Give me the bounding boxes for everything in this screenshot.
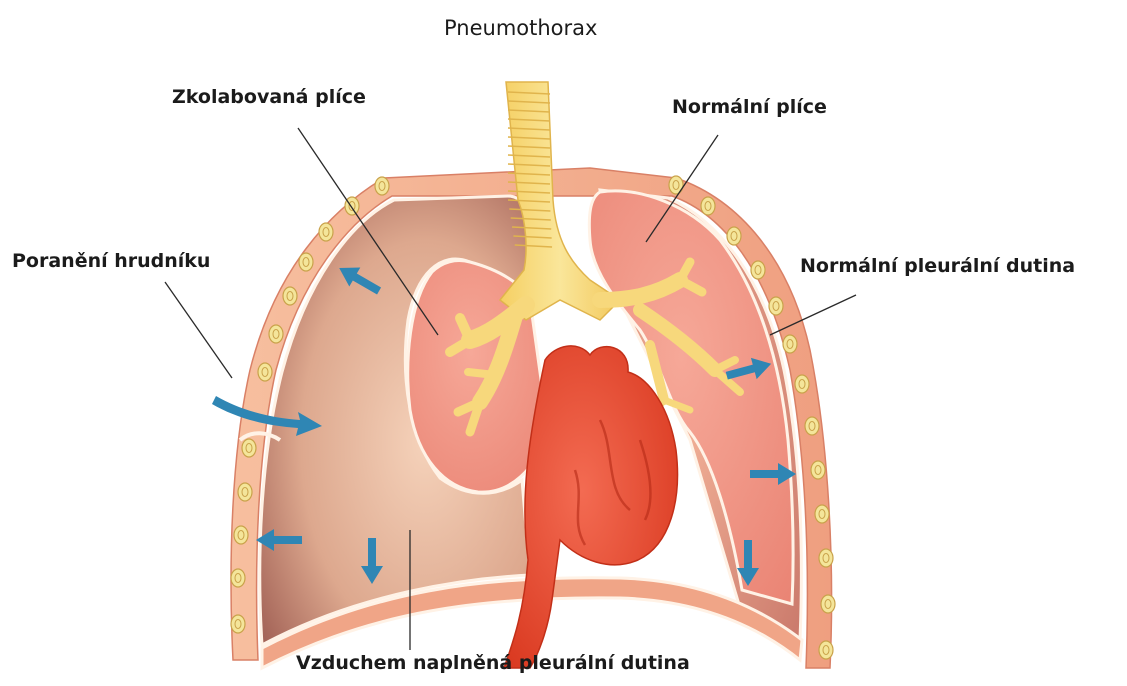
rib [231, 569, 245, 587]
rib [319, 223, 333, 241]
label-normal-lung: Normální plíce [672, 96, 827, 118]
label-normal-pleural-cavity: Normální pleurální dutina [800, 255, 1075, 277]
label-air-filled-pleural-cavity: Vzduchem naplněná pleurální dutina [296, 652, 690, 674]
rib [727, 227, 741, 245]
label-chest-injury: Poranění hrudníku [12, 250, 210, 272]
rib [299, 253, 313, 271]
label-collapsed-lung: Zkolabovaná plíce [172, 86, 366, 108]
rib [258, 363, 272, 381]
rib [783, 335, 797, 353]
rib [751, 261, 765, 279]
rib [815, 505, 829, 523]
rib [269, 325, 283, 343]
rib [238, 483, 252, 501]
rib [819, 641, 833, 659]
diagram-title: Pneumothorax [444, 16, 597, 40]
rib [669, 176, 683, 194]
rib [231, 615, 245, 633]
rib [701, 197, 715, 215]
rib [811, 461, 825, 479]
rib [283, 287, 297, 305]
rib [769, 297, 783, 315]
rib [821, 595, 835, 613]
rib [795, 375, 809, 393]
rib [805, 417, 819, 435]
rib [242, 439, 256, 457]
rib [375, 177, 389, 195]
leader-chest-injury [165, 282, 232, 378]
rib [819, 549, 833, 567]
rib [234, 526, 248, 544]
